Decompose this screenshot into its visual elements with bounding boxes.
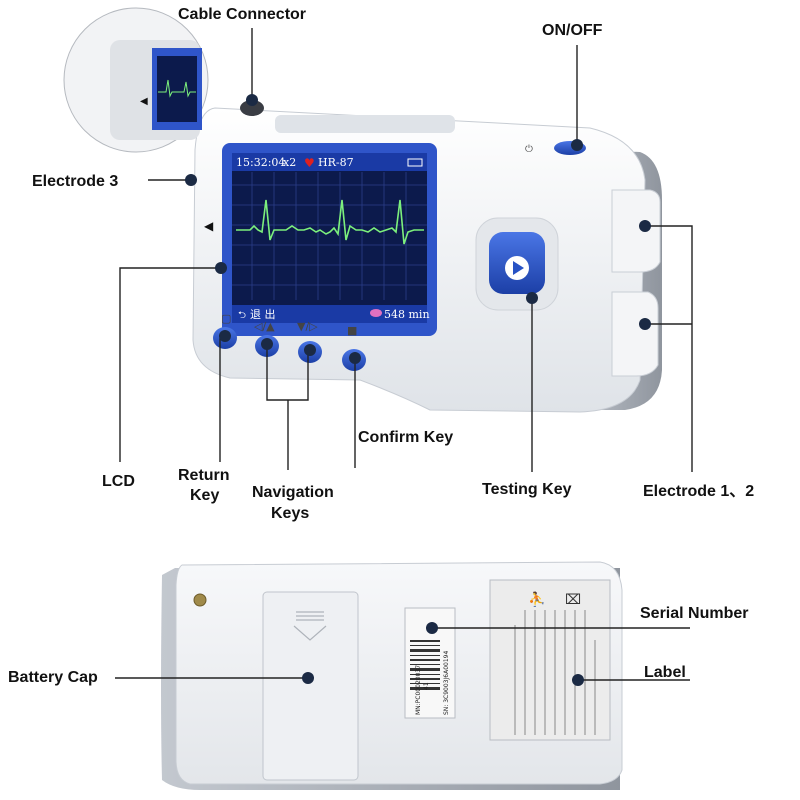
battery-cap-grip-icon bbox=[293, 611, 327, 641]
callout-return-key-line2: Key bbox=[190, 487, 219, 504]
leader-lines bbox=[115, 28, 693, 681]
callout-testing-key: Testing Key bbox=[482, 481, 572, 498]
callout-serial-number: Serial Number bbox=[640, 605, 748, 622]
play-icon bbox=[513, 261, 524, 275]
power-icon: ⏻ bbox=[525, 144, 533, 155]
lcd-header-bar bbox=[232, 153, 427, 171]
electrode-1 bbox=[611, 189, 661, 273]
confirm-key-symbol: ■ bbox=[347, 324, 357, 337]
lcd-time: 15:32:04 bbox=[236, 156, 285, 169]
battery-icon bbox=[407, 158, 423, 167]
bf-symbol-icon: ⛹ bbox=[528, 590, 545, 608]
return-key-symbol: ▢ bbox=[221, 312, 231, 325]
cable-connector-port bbox=[240, 100, 264, 116]
callout-navigation-keys-line2: Keys bbox=[271, 505, 309, 522]
inset-lcd-screen bbox=[157, 56, 197, 122]
weee-bin-icon: ⌧ bbox=[565, 592, 581, 608]
callout-return-key-line1: Return bbox=[178, 467, 230, 484]
electrode-3-arrow-icon: ◀ bbox=[204, 219, 214, 233]
lcd-gain: x2 bbox=[283, 156, 296, 169]
heart-icon: ♥ bbox=[304, 156, 315, 170]
ecg-trace bbox=[236, 199, 424, 245]
product-label bbox=[489, 579, 611, 741]
callout-battery-cap: Battery Cap bbox=[8, 669, 98, 686]
recording-icon bbox=[370, 309, 382, 317]
lcd-recording-time: 548 min bbox=[384, 308, 430, 321]
serial-model: MN:PC00020037 bbox=[415, 665, 422, 715]
callout-on-off: ON/OFF bbox=[542, 22, 603, 39]
screw-icon bbox=[193, 593, 207, 607]
barcode bbox=[410, 640, 440, 690]
serial-sn: SN: 3C9003J6A00194 bbox=[443, 651, 450, 715]
callout-confirm-key: Confirm Key bbox=[358, 429, 453, 446]
inset-ecg-trace bbox=[158, 79, 196, 98]
lcd-heart-rate: HR-87 bbox=[318, 156, 354, 169]
callout-electrode-3: Electrode 3 bbox=[32, 173, 118, 190]
back-device: MN:PC00020037 41 SN: 3C9003J6A00194 ⛹ ⌧ bbox=[161, 561, 623, 790]
front-device: ⏻ ◀ 15:32:04 x2 ♥ HR-87 ⮌ 退 出 548 min bbox=[192, 100, 662, 413]
top-ridge bbox=[275, 115, 455, 133]
battery-cap[interactable] bbox=[262, 591, 359, 781]
product-label-text-lines bbox=[514, 610, 596, 735]
callout-cable-connector: Cable Connector bbox=[178, 6, 306, 23]
callout-lcd: LCD bbox=[102, 473, 135, 490]
lcd-screen bbox=[232, 153, 427, 323]
pointer-dots bbox=[185, 94, 651, 686]
inset-detail: ◀ bbox=[63, 7, 209, 153]
back-arrow-icon: ⮌ bbox=[238, 310, 246, 321]
callout-label: Label bbox=[644, 664, 686, 681]
serial-code: 41 bbox=[423, 682, 430, 690]
nav-left-key-symbol: ◁/▲ bbox=[254, 320, 275, 333]
callout-electrode-1-2: Electrode 1、2 bbox=[643, 483, 754, 500]
lcd-footer-left: 退 出 bbox=[250, 307, 276, 321]
inset-arrow-icon: ◀ bbox=[140, 96, 148, 107]
electrode-2 bbox=[611, 291, 659, 377]
callout-navigation-keys-line1: Navigation bbox=[252, 484, 334, 501]
nav-right-key-symbol: ▼/▷ bbox=[297, 320, 318, 333]
